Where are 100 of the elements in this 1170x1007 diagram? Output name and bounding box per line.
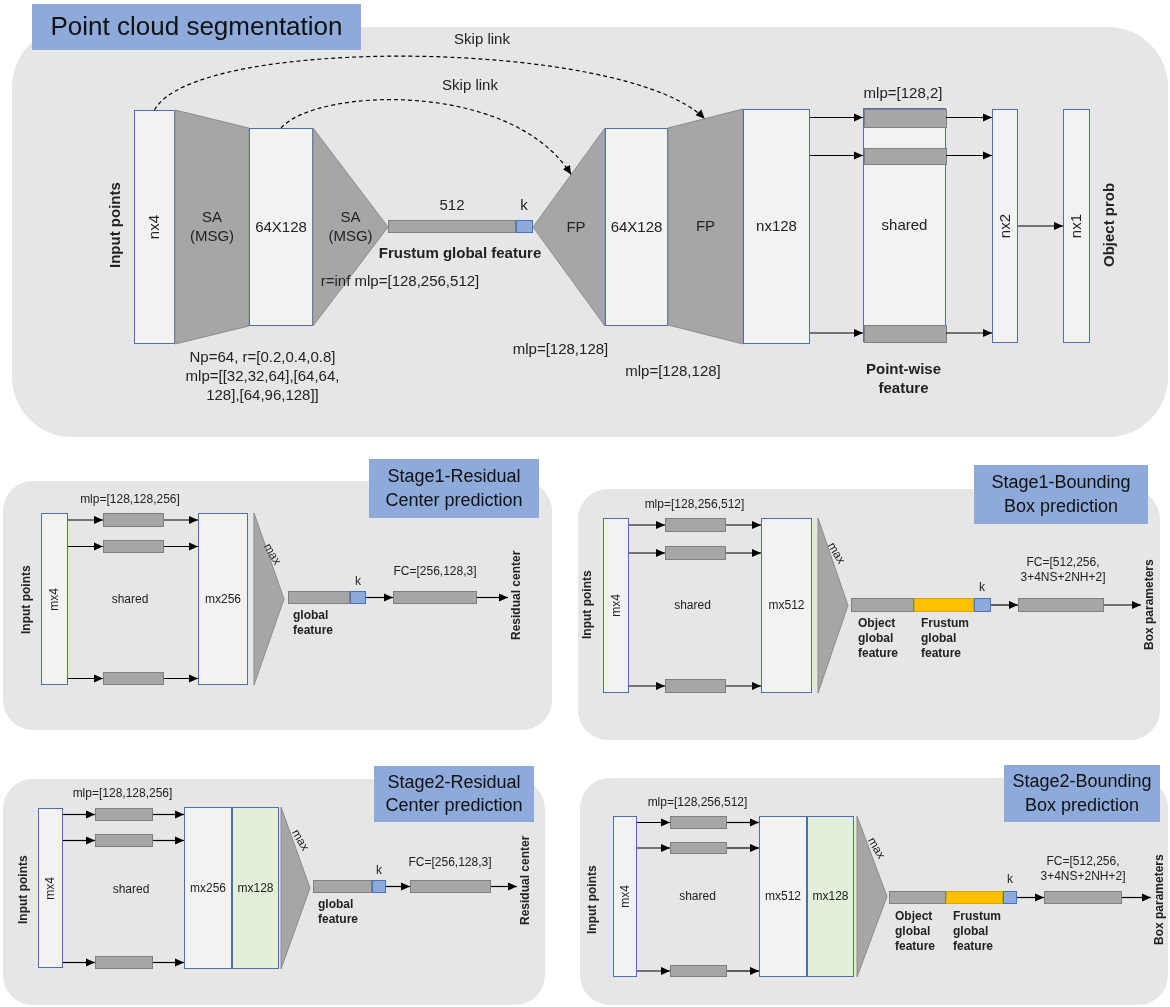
arrow [163,515,199,525]
k-segment [516,220,533,233]
arrow [62,810,96,819]
feature-map-box [134,110,175,344]
arrow [726,843,760,853]
parameter-label: mlp=[128,128,256] [71,786,174,802]
layer-label: mx4 [43,876,58,900]
k-segment [350,591,366,604]
skip-link-arrow [153,55,706,120]
arrow [385,882,411,891]
layer-label: mx4 [47,587,62,611]
feature-map-box [184,807,232,969]
layer-label: nx4 [145,214,164,240]
feature-bar [103,513,164,527]
arrow [62,958,96,967]
feature-bar [665,518,726,532]
k-segment [372,880,386,893]
feature-bar [1018,598,1104,612]
k-segment [974,598,991,612]
arrow [490,882,518,891]
feature-bar [95,956,153,969]
feature-label: global feature [318,897,359,928]
feature-bar [670,842,727,854]
triangle-block [254,513,284,685]
layer-label: FP [695,217,716,236]
layer-label: nx128 [756,217,797,236]
feature-bar [1044,891,1122,904]
feature-map-box [613,816,637,977]
panel-title: Stage2-Bounding Box prediction [1004,765,1160,822]
arrow [990,600,1019,610]
layer-label: mx512 [768,598,805,613]
trapezoid-block [175,110,249,344]
layer-label: mx256 [190,880,226,896]
arrow [152,810,185,819]
feature-bar [665,546,726,560]
arrow [628,681,666,691]
parameter-label: mlp=[128,256,512] [646,795,749,811]
arrow [725,520,762,530]
triangle-block [281,807,310,969]
feature-bar [851,598,914,612]
layer-label: SA (MSG) [188,208,236,246]
arrow [809,151,864,160]
feature-map-box [992,109,1018,343]
arrow [62,836,96,845]
side-label: Input points [106,181,124,270]
parameter-label: mlp=[128,256,512] [643,497,746,513]
feature-label: global feature [293,608,334,639]
layer-label: mx512 [765,889,801,904]
dimension-label: FC=[256,128,3] [407,855,493,871]
feature-map-box [38,808,63,968]
arrow [1103,600,1142,610]
feature-label: Object global feature [895,909,936,955]
feature-bar [410,880,491,893]
feature-map-box [232,807,279,969]
parameter-label: r=inf mlp=[128,256,512] [319,272,481,291]
layer-label: nx2 [995,213,1014,239]
arrow [726,966,760,976]
dimension-label: k [375,863,383,879]
arrow [809,113,864,122]
parameter-label: Np=64, r=[0.2,0.4,0.8] mlp=[[32,32,64],[64,64, 128],[64,96,128]] [184,348,341,405]
parameter-label: mlp=[128,128,256] [79,492,181,508]
dimension-label: k [354,574,362,590]
layer-label: 64X128 [610,217,663,237]
arrow [628,520,666,530]
arrow [636,966,671,976]
feature-label: Point-wise feature [865,360,942,398]
dimension-label: k [519,196,529,215]
layer-label: mx128 [812,889,849,904]
layer-label: mx256 [205,591,241,607]
arrow [628,548,666,558]
dimension-label: FC=[256,128,3] [392,564,478,580]
feature-bar [946,891,1003,904]
feature-label: Frustum global feature [921,616,970,662]
shared-label: shared [673,598,712,614]
shared-label: shared [111,882,151,898]
layer-label: mx4 [617,885,633,908]
feature-bar [889,891,946,904]
feature-bar [914,598,974,612]
feature-bar [388,220,516,233]
feature-bar [288,591,350,604]
feature-map-box [198,513,248,685]
trapezoid-block [668,109,743,344]
arrow [67,515,104,525]
arrow [163,542,199,551]
feature-bar [670,816,727,829]
panel-title: Stage1-Residual Center prediction [369,459,539,518]
feature-bar [665,679,726,693]
arrow [945,328,993,338]
feature-bar [313,880,372,893]
shared-mlp-box [863,108,946,342]
feature-label: Object global feature [858,616,899,662]
feature-bar [103,672,164,685]
feature-map-box [249,128,313,326]
panel-title: Stage2-Residual Center prediction [374,766,534,822]
layer-label: nx1 [1067,213,1086,239]
layer-label: FP [566,217,586,237]
shared-label: shared [678,889,717,905]
feature-bar [864,325,947,343]
layer-label: SA (MSG) [327,208,374,246]
feature-map-box [761,518,812,693]
